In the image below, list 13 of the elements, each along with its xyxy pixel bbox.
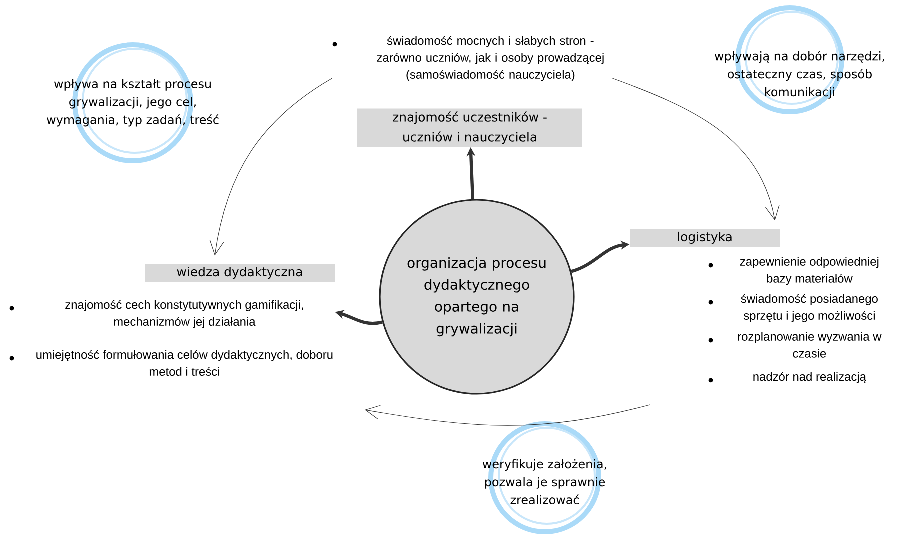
topic-band: logistyka xyxy=(630,228,780,248)
bullet-text: znajomość cech konstytutywnych gamifikacji, mechanizmów jej działania xyxy=(66,300,304,328)
bullet-text: umiejętność formułowania celów dydaktycznych, doboru metod i treści xyxy=(36,350,333,376)
circled-note: wpływa na kształt procesu grywalizacji, jego cel, wymagania, typ zadań, treść xyxy=(47,42,219,164)
topic-band: wiedza dydaktyczna xyxy=(145,264,335,282)
arrow xyxy=(210,78,333,256)
circled-note: weryfikuje założenia, pozwala je sprawnie zrealizować xyxy=(482,421,606,534)
bullet-text: rozplanowanie wyzwania w czasie xyxy=(738,332,882,358)
bullet-text: nadzór nad realizacją xyxy=(754,372,866,384)
arrow xyxy=(612,78,780,221)
bullet-text: świadomość mocnych i słabych stron - zarówno uczniów, jak i osoby prowadzącej (samoświadomość nauczyciela) xyxy=(377,36,604,82)
circled-note: wpływają na dobór narzędzi, ostateczny czas, sposób komunikacji xyxy=(714,6,884,114)
topic-band: znajomość uczestników - uczniów i nauczyciela xyxy=(358,108,582,148)
